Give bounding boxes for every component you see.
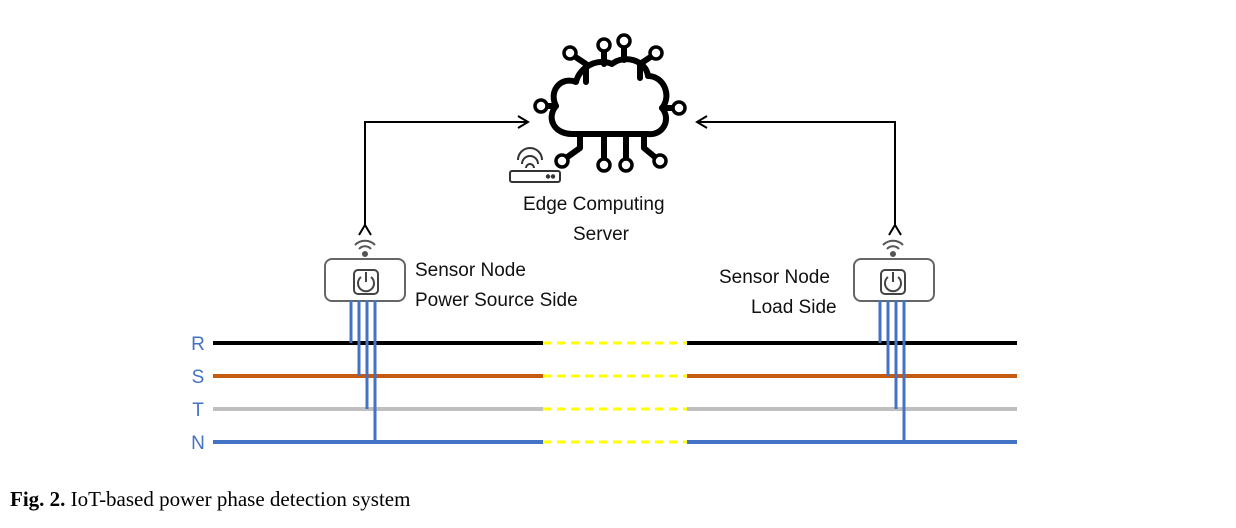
router-icon	[509, 147, 561, 183]
load-node-label-line1: Sensor Node	[719, 267, 830, 288]
server-label-line1: Edge Computing	[523, 194, 665, 215]
caption-text: IoT-based power phase detection system	[65, 487, 410, 511]
edge-server-cloud-icon	[543, 43, 677, 163]
phase-t-label: T	[192, 400, 204, 421]
wifi-icon	[882, 239, 904, 257]
left-communication-arrow	[358, 115, 530, 236]
phase-s-label: S	[192, 367, 205, 388]
source-node-label-line1: Sensor Node	[415, 260, 526, 281]
power-icon	[880, 269, 906, 295]
probe-lines	[349, 300, 906, 442]
caption-label: Fig. 2.	[10, 487, 65, 511]
sensor-node-source	[324, 239, 406, 302]
power-icon	[353, 269, 379, 295]
figure-caption: Fig. 2. IoT-based power phase detection …	[10, 487, 410, 511]
circuit-node-dots	[533, 33, 687, 173]
sensor-node-load	[853, 239, 935, 302]
right-communication-arrow	[695, 115, 902, 236]
source-node-label-line2: Power Source Side	[415, 290, 578, 311]
server-label-line2: Server	[573, 224, 630, 245]
phase-n-label: N	[191, 433, 205, 454]
load-node-label-line2: Load Side	[751, 297, 837, 318]
phase-r-label: R	[191, 334, 205, 355]
wifi-icon	[354, 239, 376, 257]
